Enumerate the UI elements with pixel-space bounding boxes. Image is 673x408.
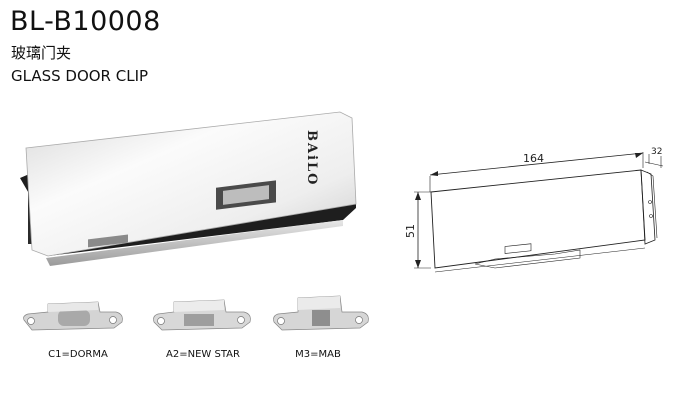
insert-newstar-image: [153, 299, 251, 331]
brand-logo: BAiLO: [304, 130, 319, 186]
product-name-chinese: 玻璃门夹: [11, 44, 72, 62]
dim-depth: 32: [651, 147, 662, 157]
insert-label-c1: C1=DORMA: [48, 349, 108, 360]
insert-dorma-image: [23, 301, 123, 331]
product-photo: BAiLO: [20, 111, 357, 266]
product-name-english: GLASS DOOR CLIP: [11, 67, 149, 85]
dim-length: 164: [523, 152, 544, 165]
dimension-drawing: 164 32 51: [405, 147, 664, 273]
model-number: BL-B10008: [10, 6, 161, 37]
insert-label-a2: A2=NEW STAR: [166, 349, 240, 360]
insert-mab-image: [273, 295, 369, 331]
insert-label-m3: M3=MAB: [295, 349, 341, 360]
dim-height: 51: [405, 224, 417, 238]
